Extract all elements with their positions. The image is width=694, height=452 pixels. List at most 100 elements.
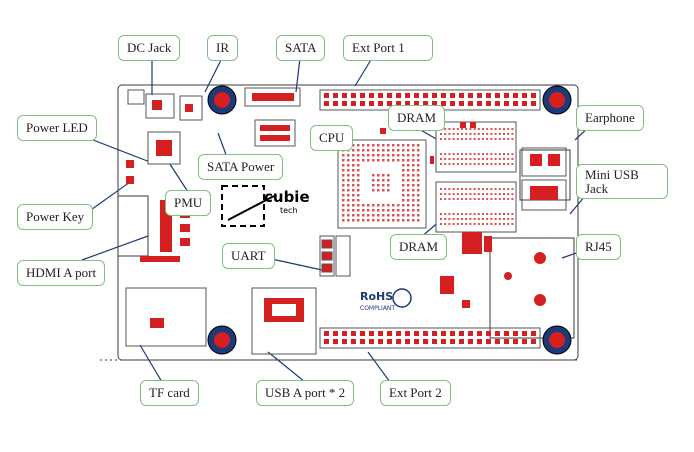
header-pin: [423, 339, 428, 344]
header-pin: [396, 339, 401, 344]
dram-ball: [473, 158, 476, 160]
dram-ball: [469, 218, 472, 220]
dram-ball: [465, 193, 468, 195]
bga-ball: [372, 159, 375, 162]
header-pin: [369, 331, 374, 336]
dram-ball: [486, 213, 489, 215]
label-cpu: CPU: [310, 125, 354, 151]
bga-ball: [377, 189, 380, 192]
label-sata-power: SATA Power: [198, 154, 284, 180]
header-pin: [360, 93, 365, 98]
header-pin: [531, 93, 536, 98]
bga-ball: [342, 164, 345, 167]
bga-ball: [377, 144, 380, 147]
dram-ball: [456, 138, 459, 140]
bga-ball: [352, 209, 355, 212]
bga-ball: [347, 179, 350, 182]
bga-ball: [407, 184, 410, 187]
bga-ball: [357, 209, 360, 212]
bga-ball: [382, 204, 385, 207]
bga-ball: [407, 209, 410, 212]
dram-ball: [494, 218, 497, 220]
dram-ball: [498, 193, 501, 195]
dram-ball: [461, 213, 463, 215]
bga-ball: [417, 209, 420, 212]
dram-ball: [477, 158, 480, 160]
bga-ball: [347, 194, 350, 197]
header-pin: [468, 93, 473, 98]
dram-ball: [498, 138, 501, 140]
header-pin: [324, 93, 329, 98]
header-pin: [504, 93, 509, 98]
dram-ball: [440, 153, 442, 155]
header-pin: [495, 93, 500, 98]
dram-ball: [461, 193, 463, 195]
bga-ball: [382, 184, 385, 187]
header-pin: [333, 101, 338, 106]
header-pin: [495, 331, 500, 336]
dram-ball: [444, 193, 447, 195]
header-pin: [450, 93, 455, 98]
dram-ball: [452, 213, 455, 215]
header-pin: [495, 339, 500, 344]
header-pin: [468, 331, 473, 336]
header-pin: [459, 93, 464, 98]
bga-ball: [352, 179, 355, 182]
dram-ball: [490, 163, 493, 165]
dram-ball: [503, 158, 505, 160]
dram-ball: [469, 128, 472, 130]
bga-ball: [387, 159, 390, 162]
dram-ball: [503, 193, 505, 195]
dram-ball: [477, 218, 480, 220]
header-pin: [378, 331, 383, 336]
dram-ball: [490, 223, 493, 225]
bga-ball: [382, 214, 385, 217]
bga-ball: [372, 209, 375, 212]
dram-ball: [440, 193, 442, 195]
dram-ball: [477, 128, 480, 130]
bga-ball: [352, 144, 355, 147]
header-pin: [441, 101, 446, 106]
bga-ball: [367, 154, 370, 157]
header-pin: [414, 101, 419, 106]
dram-ball: [465, 163, 468, 165]
bga-ball: [342, 219, 345, 222]
header-pin: [387, 93, 392, 98]
dram-ball: [456, 193, 459, 195]
dram-ball: [469, 223, 472, 225]
dram-ball: [503, 133, 505, 135]
bga-ball: [397, 159, 400, 162]
bga-ball: [407, 164, 410, 167]
bga-ball: [342, 204, 345, 207]
dram-ball: [452, 128, 455, 130]
dram-ball: [507, 213, 510, 215]
bga-ball: [347, 204, 350, 207]
dram-ball: [444, 198, 447, 200]
label-ext-port-1: Ext Port 1: [343, 35, 433, 61]
dram-ball: [482, 138, 484, 140]
dram-ball: [461, 188, 463, 190]
dram-ball: [498, 218, 501, 220]
bga-ball: [357, 164, 360, 167]
bga-ball: [417, 169, 420, 172]
bga-ball: [392, 204, 395, 207]
dram-ball: [473, 163, 476, 165]
header-pin: [531, 101, 536, 106]
dram-ball: [498, 213, 501, 215]
bga-ball: [407, 219, 410, 222]
bga-ball: [407, 174, 410, 177]
dram-ball: [482, 223, 484, 225]
dram-ball: [494, 138, 497, 140]
bga-ball: [352, 189, 355, 192]
dram-ball: [452, 198, 455, 200]
svg-text:RoHS: RoHS: [360, 290, 393, 303]
bga-ball: [347, 199, 350, 202]
header-pin: [378, 339, 383, 344]
dram-ball: [465, 213, 468, 215]
dram-ball: [482, 188, 484, 190]
bga-ball: [377, 184, 380, 187]
bga-ball: [397, 214, 400, 217]
bga-ball: [392, 144, 395, 147]
dram-ball: [490, 198, 493, 200]
dram-ball: [473, 198, 476, 200]
